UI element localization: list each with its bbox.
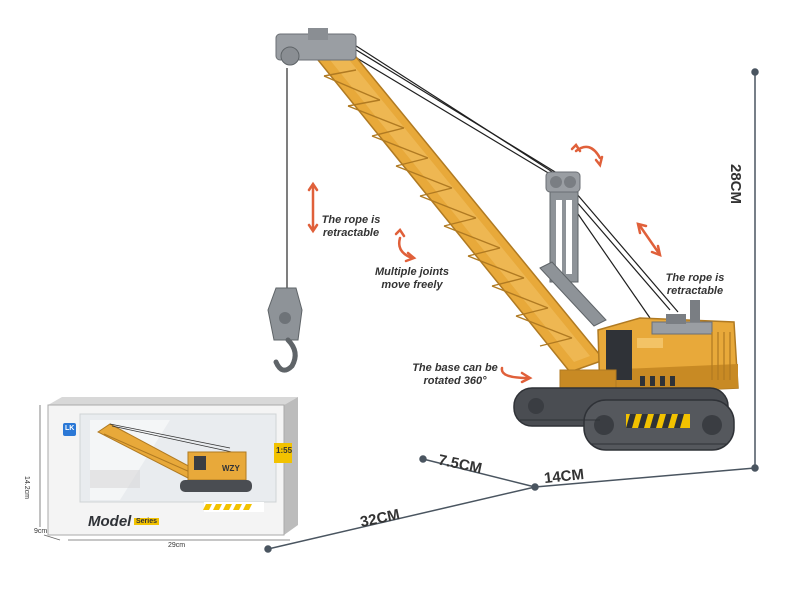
- box-width-dimension: 29cm: [168, 542, 186, 549]
- height-dimension: 28CM: [727, 164, 744, 205]
- motion-arrows: [307, 143, 662, 384]
- base-label: The base can be rotated 360°: [410, 362, 500, 388]
- crane-tower: [539, 171, 607, 327]
- box-scale-text: 1:55: [276, 446, 293, 455]
- joints-line2: move freely: [381, 279, 443, 291]
- box-crane-text: WZY: [222, 464, 240, 473]
- box-series-text: Series: [134, 518, 160, 525]
- rope-left-label: The rope is retractable: [316, 214, 386, 240]
- rope-right-line2: retractable: [666, 285, 724, 297]
- product-box: [39, 397, 298, 541]
- rope-left-line1: The rope is: [321, 214, 381, 226]
- crane-cables: [329, 39, 679, 319]
- crane-tracks: [513, 387, 735, 451]
- box-height-dimension: 14.2cm: [23, 476, 30, 499]
- dimension-lines: [264, 68, 759, 553]
- box-model-text: Model: [88, 513, 132, 530]
- rope-left-line2: retractable: [322, 227, 380, 239]
- base-line1: The base can be: [412, 362, 498, 374]
- crane-hook: [267, 68, 303, 373]
- base-line2: rotated 360°: [423, 375, 487, 387]
- rope-right-label: The rope is retractable: [660, 272, 730, 298]
- box-crane-image: [90, 423, 252, 492]
- box-brand-logo: LK: [65, 425, 75, 432]
- box-depth-dimension: 9cm: [34, 528, 48, 535]
- crane-boom: [275, 28, 606, 373]
- crane-cab: [559, 300, 739, 395]
- joints-label: Multiple joints move freely: [372, 266, 452, 292]
- joints-line1: Multiple joints: [375, 266, 449, 278]
- rope-right-line1: The rope is: [665, 272, 725, 284]
